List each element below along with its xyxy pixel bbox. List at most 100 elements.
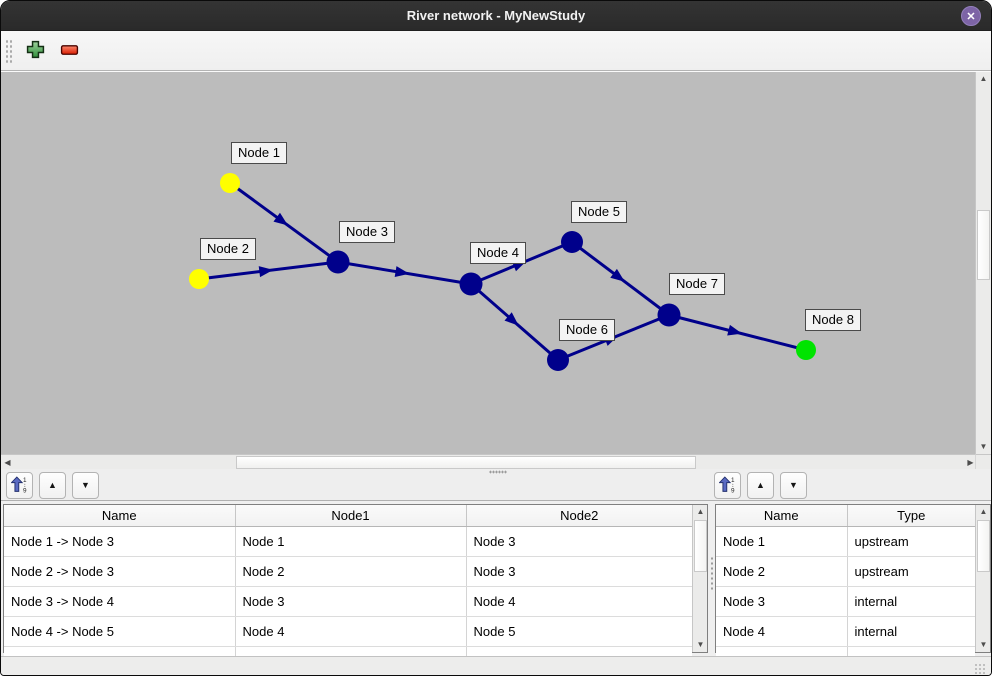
title-bar[interactable]: River network - MyNewStudy ✕ [1, 1, 991, 31]
toolbar-drag-handle[interactable] [5, 37, 12, 64]
reaches-table-scrollbar[interactable]: ▲ ▼ [692, 505, 707, 652]
resize-grip[interactable] [974, 663, 987, 674]
column-header[interactable]: Name [716, 505, 848, 527]
table-cell[interactable]: upstream [847, 526, 975, 557]
remove-node-button[interactable] [56, 38, 82, 64]
node-label[interactable]: Node 8 [805, 309, 861, 331]
nodes-scroll-thumb[interactable] [977, 520, 990, 572]
canvas-tables-splitter[interactable] [489, 470, 507, 474]
table-cell[interactable]: Node 3 [235, 586, 467, 617]
scroll-up-arrow[interactable]: ▲ [979, 74, 988, 83]
add-node-button[interactable] [22, 38, 48, 64]
table-cell[interactable]: Node 3 -> Node 4 [4, 586, 236, 617]
graph-node[interactable] [547, 349, 569, 371]
table-cell[interactable]: Node 5 [466, 616, 692, 647]
flow-direction-arrow-icon [504, 312, 519, 326]
flow-direction-arrow-icon [273, 212, 289, 226]
node-label[interactable]: Node 4 [470, 242, 526, 264]
vertical-scroll-thumb[interactable] [977, 210, 990, 280]
node-label[interactable]: Node 7 [669, 273, 725, 295]
table-cell[interactable]: Node 1 [235, 526, 467, 557]
horizontal-scroll-thumb[interactable] [236, 456, 696, 469]
svg-text:9: 9 [731, 487, 735, 493]
table-cell[interactable]: Node 4 -> Node 5 [4, 616, 236, 647]
table-cell[interactable]: internal [847, 616, 975, 647]
table-cell[interactable]: Node 1 [716, 526, 848, 557]
main-toolbar [1, 31, 991, 71]
node-label[interactable]: Node 2 [200, 238, 256, 260]
scroll-down-arrow[interactable]: ▼ [696, 640, 705, 649]
flow-direction-arrow-icon [258, 266, 274, 278]
up-arrow-icon: ▲ [48, 480, 57, 490]
scroll-right-arrow[interactable]: ▶ [967, 457, 974, 467]
scroll-up-arrow[interactable]: ▲ [979, 507, 988, 516]
up-arrow-icon: ▲ [756, 480, 765, 490]
table-cell[interactable]: Node 4 [235, 616, 467, 647]
table-cell[interactable]: Node 2 [235, 556, 467, 587]
tables-splitter[interactable] [708, 504, 715, 656]
node-label[interactable]: Node 5 [571, 201, 627, 223]
table-cell[interactable]: Node 3 [466, 526, 692, 557]
sort-reaches-button[interactable]: 1 9 [6, 472, 33, 499]
table-cell[interactable]: internal [847, 586, 975, 617]
table-cell[interactable]: Node 1 -> Node 3 [4, 526, 236, 557]
table-cell[interactable]: Node 3 [466, 556, 692, 587]
move-up-nodes-button[interactable]: ▲ [747, 472, 774, 499]
table-cell[interactable]: Node 2 -> Node 3 [4, 556, 236, 587]
svg-text:9: 9 [23, 487, 27, 493]
move-up-reaches-button[interactable]: ▲ [39, 472, 66, 499]
canvas-vertical-scrollbar[interactable]: ▲ ▼ [975, 72, 991, 454]
graph-node[interactable] [220, 173, 240, 193]
move-down-reaches-button[interactable]: ▼ [72, 472, 99, 499]
table-cell[interactable]: Node 4 [466, 586, 692, 617]
nodes-table-scrollbar[interactable]: ▲ ▼ [975, 505, 990, 652]
canvas-horizontal-scrollbar[interactable]: ◀ ▶ [1, 454, 977, 470]
graph-node[interactable] [657, 303, 681, 327]
scroll-left-arrow[interactable]: ◀ [4, 457, 11, 467]
down-arrow-icon: ▼ [81, 480, 90, 490]
river-network-canvas[interactable]: Node 1 Node 2 Node 3 Node 4 Node 5 Node 6 Node… [1, 72, 977, 454]
scroll-down-arrow[interactable]: ▼ [979, 442, 988, 451]
table-cell[interactable]: Node 3 [716, 586, 848, 617]
add-plus-icon [26, 40, 45, 62]
table-cell[interactable]: upstream [847, 556, 975, 587]
remove-minus-icon [60, 40, 79, 62]
scroll-down-arrow[interactable]: ▼ [979, 640, 988, 649]
column-header[interactable]: Node1 [235, 505, 467, 527]
graph-node[interactable] [326, 250, 350, 274]
table-cell[interactable]: Node 4 [716, 616, 848, 647]
column-header[interactable]: Node2 [466, 505, 692, 527]
reaches-scroll-thumb[interactable] [694, 520, 707, 572]
table-cell[interactable]: Node 2 [716, 556, 848, 587]
graph-node[interactable] [189, 269, 209, 289]
scroll-up-arrow[interactable]: ▲ [696, 507, 705, 516]
flow-direction-arrow-icon [610, 268, 625, 282]
close-button[interactable]: ✕ [961, 6, 981, 26]
graph-node[interactable] [796, 340, 816, 360]
column-header[interactable]: Name [4, 505, 236, 527]
move-down-nodes-button[interactable]: ▼ [780, 472, 807, 499]
column-header[interactable]: Type [847, 505, 975, 527]
graph-node[interactable] [561, 231, 583, 253]
node-label[interactable]: Node 6 [559, 319, 615, 341]
window-title: River network - MyNewStudy [406, 8, 586, 23]
sort-1-9-icon: 1 9 [10, 475, 28, 496]
table-toolbars-row: 1 9 ▲ ▼ 1 [1, 469, 991, 501]
node-label[interactable]: Node 1 [231, 142, 287, 164]
sort-nodes-button[interactable]: 1 9 [714, 472, 741, 499]
node-label[interactable]: Node 3 [339, 221, 395, 243]
graph-node[interactable] [459, 272, 483, 296]
